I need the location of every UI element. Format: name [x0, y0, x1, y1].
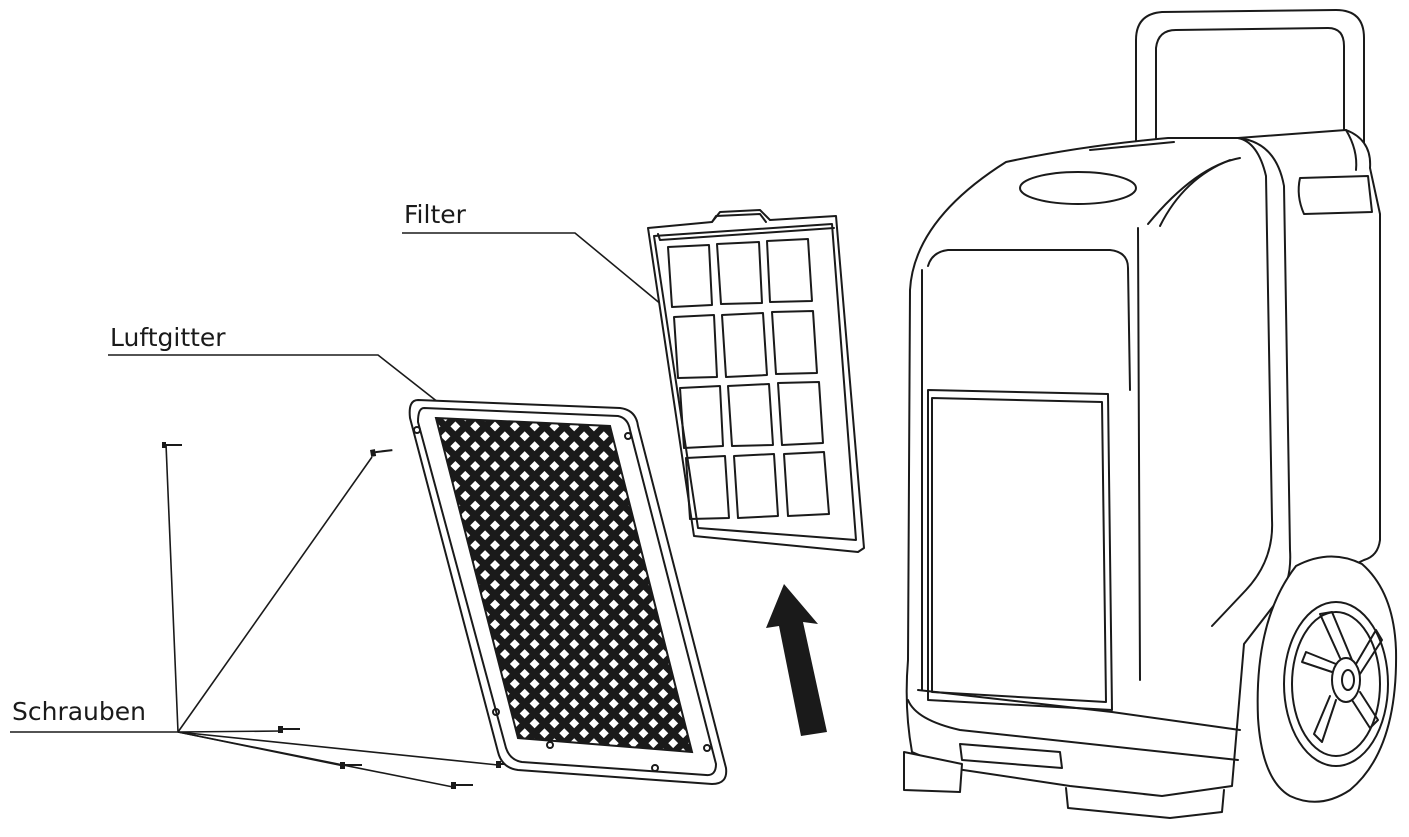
screws-label: Schrauben	[12, 697, 146, 726]
wheel	[1256, 555, 1398, 803]
filter-cells	[667, 238, 830, 520]
screws-callout: Schrauben	[10, 443, 499, 788]
screw-icon	[370, 449, 393, 457]
screw-icon	[451, 782, 473, 789]
filter-label: Filter	[404, 200, 467, 229]
grille-label: Luftgitter	[110, 323, 226, 352]
dehumidifier-unit	[903, 9, 1398, 819]
screw-icon	[278, 726, 300, 733]
filter-leader-line	[402, 232, 669, 311]
arrow-up-icon	[766, 584, 827, 736]
filter	[647, 209, 865, 553]
screws-leader-lines	[165, 443, 499, 788]
air-grille	[408, 399, 728, 785]
grille-callout: Luftgitter	[108, 323, 463, 422]
screw-icon	[340, 762, 362, 769]
screw-icon	[162, 442, 182, 448]
grille-leader-line	[108, 354, 463, 422]
filter-callout: Filter	[402, 200, 669, 311]
screws	[162, 442, 518, 789]
